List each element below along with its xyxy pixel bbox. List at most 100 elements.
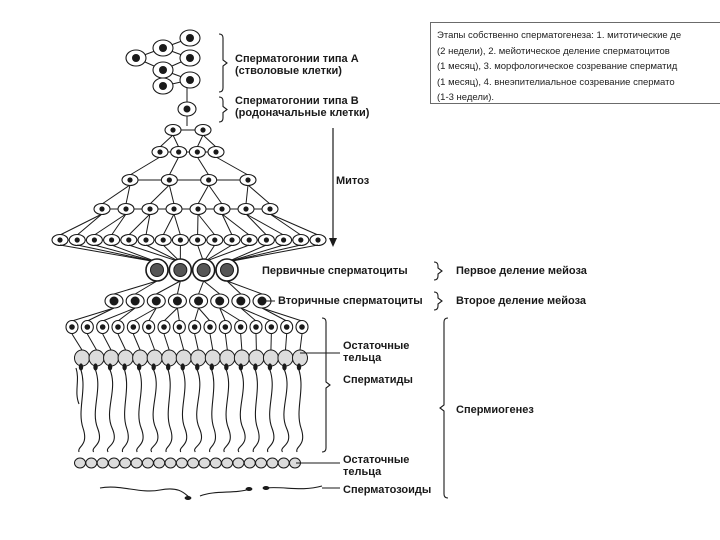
secondary-link xyxy=(113,280,158,295)
residual-body-lower xyxy=(209,457,222,469)
mitosis-link xyxy=(221,213,233,236)
spermatid-head xyxy=(136,363,142,371)
residual-body-upper xyxy=(277,349,294,367)
spermatogonium-cell-nucleus xyxy=(160,237,166,243)
mitosis-link xyxy=(149,184,170,205)
stages-line-2: (2 недели), 2. мейотическое деление спер… xyxy=(437,45,670,57)
spermatid-link xyxy=(198,307,211,322)
early-spermatid-cell-nucleus xyxy=(115,324,121,330)
label-residual-bodies-lower: Остаточные xyxy=(343,454,409,466)
mitosis-link xyxy=(172,134,180,148)
early-spermatid-cell-nucleus xyxy=(299,324,305,330)
mitosis-link xyxy=(245,213,284,236)
label-second-meiotic-division: Второе деление мейоза xyxy=(456,295,587,307)
early-spermatid-cell-nucleus xyxy=(176,324,183,330)
primary-spermatocyte-nucleus xyxy=(196,263,211,277)
stages-line-1: Этапы собственно сперматогенеза: 1. мито… xyxy=(437,30,682,41)
bracket-spermatogonia-a xyxy=(218,33,228,93)
residual-body-lower xyxy=(130,457,143,469)
spermatid-tail xyxy=(75,367,80,405)
spermatogonium-cell-nucleus xyxy=(229,237,235,243)
primary-spermatocyte-nucleus xyxy=(220,263,234,277)
spermatogonium-cell-nucleus xyxy=(176,149,182,155)
label-first-meiotic-division: Первое деление мейоза xyxy=(456,265,588,277)
secondary-spermatocyte-cell-nucleus xyxy=(215,296,225,306)
spermatid-link xyxy=(261,307,303,322)
residual-body-lower xyxy=(221,457,234,469)
spermatocyte-link xyxy=(226,244,267,263)
spermatocyte-link xyxy=(59,244,158,263)
secondary-spermatocyte-cell-nucleus xyxy=(236,296,246,306)
spermatid-head xyxy=(282,363,287,371)
residual-body-lower xyxy=(74,457,86,469)
secondary-link xyxy=(156,280,181,295)
early-spermatid-cell-nucleus xyxy=(207,324,213,330)
early-spermatid-cell-nucleus xyxy=(283,324,290,330)
spermatozoon-tail xyxy=(199,488,251,497)
bracket-spermiogenesis xyxy=(439,317,449,499)
spermatid-tail xyxy=(92,369,100,453)
spermatid-head xyxy=(296,363,302,371)
spermatogonium-a-cell-nucleus xyxy=(159,44,167,52)
label-spermatids: Сперматиды xyxy=(343,374,413,386)
spermatid-head xyxy=(180,363,185,371)
secondary-link xyxy=(226,280,242,295)
mitosis-link xyxy=(125,184,131,205)
spermatid-head xyxy=(253,363,258,371)
spermatogonium-cell-nucleus xyxy=(200,127,206,133)
mitosis-link xyxy=(269,213,302,236)
spermatogonium-cell-nucleus xyxy=(166,177,172,183)
early-spermatid-cell-nucleus xyxy=(268,324,275,330)
spermatid-link xyxy=(148,333,156,351)
spermatid-tail xyxy=(281,369,290,453)
residual-body-upper xyxy=(204,349,221,367)
mitosis-link xyxy=(215,156,249,176)
spermatogonium-a-cell-nucleus xyxy=(132,54,140,62)
spermatogonium-cell-nucleus xyxy=(267,206,273,212)
residual-body-lower xyxy=(107,457,120,469)
spermatid-link xyxy=(71,333,83,351)
bracket-spermatids xyxy=(321,317,331,453)
mitosis-link xyxy=(129,156,161,176)
secondary-spermatocyte-cell-nucleus xyxy=(130,296,140,306)
spermatid-link xyxy=(178,333,185,351)
spermatogonium-b-cell-nucleus xyxy=(183,105,191,113)
residual-body-lower xyxy=(255,457,268,469)
spermatogonium-a-cell-nucleus xyxy=(186,34,194,42)
spermatozoon-head xyxy=(262,486,270,490)
spermatid-link xyxy=(86,333,97,351)
spermatid-link xyxy=(240,307,257,322)
residual-body-upper xyxy=(74,349,90,367)
bracket-second-meiosis xyxy=(433,291,443,311)
spermatogonium-cell-nucleus xyxy=(195,237,201,243)
residual-body-lower xyxy=(153,457,166,469)
early-spermatid-cell-nucleus xyxy=(130,324,137,330)
spermatid-link xyxy=(163,307,178,322)
early-spermatid-cell-nucleus xyxy=(145,324,152,330)
spermatozoon-tail xyxy=(99,486,191,499)
label-spermatogonia-a-sub: (стволовые клетки) xyxy=(235,65,342,77)
spermatogonium-cell-nucleus xyxy=(123,206,129,212)
residual-body-lower xyxy=(198,457,211,469)
residual-body-upper xyxy=(146,349,163,367)
spermatocyte-link xyxy=(145,244,181,263)
spermatid-link xyxy=(209,333,214,351)
residual-body-upper xyxy=(190,349,207,367)
spermatid-head xyxy=(78,363,84,371)
spermatid-tail xyxy=(194,369,203,453)
label-spermatogonia-b: Сперматогонии типа В xyxy=(235,95,359,107)
secondary-spermatocyte-cell-nucleus xyxy=(172,296,182,306)
early-spermatid-cell-nucleus xyxy=(69,324,75,330)
spermatocyte-link xyxy=(77,244,158,263)
spermatid-link xyxy=(102,333,112,351)
spermatid-tail xyxy=(237,369,246,453)
spermatogonium-cell-nucleus xyxy=(213,149,219,155)
early-spermatid-cell-nucleus xyxy=(253,324,259,330)
spermatocyte-link xyxy=(111,244,158,263)
mitosis-link xyxy=(76,213,103,236)
spermatid-head xyxy=(267,363,273,371)
spermatid-link xyxy=(219,307,226,322)
mitosis-link xyxy=(101,184,131,205)
spermatocyte-link xyxy=(203,244,233,263)
